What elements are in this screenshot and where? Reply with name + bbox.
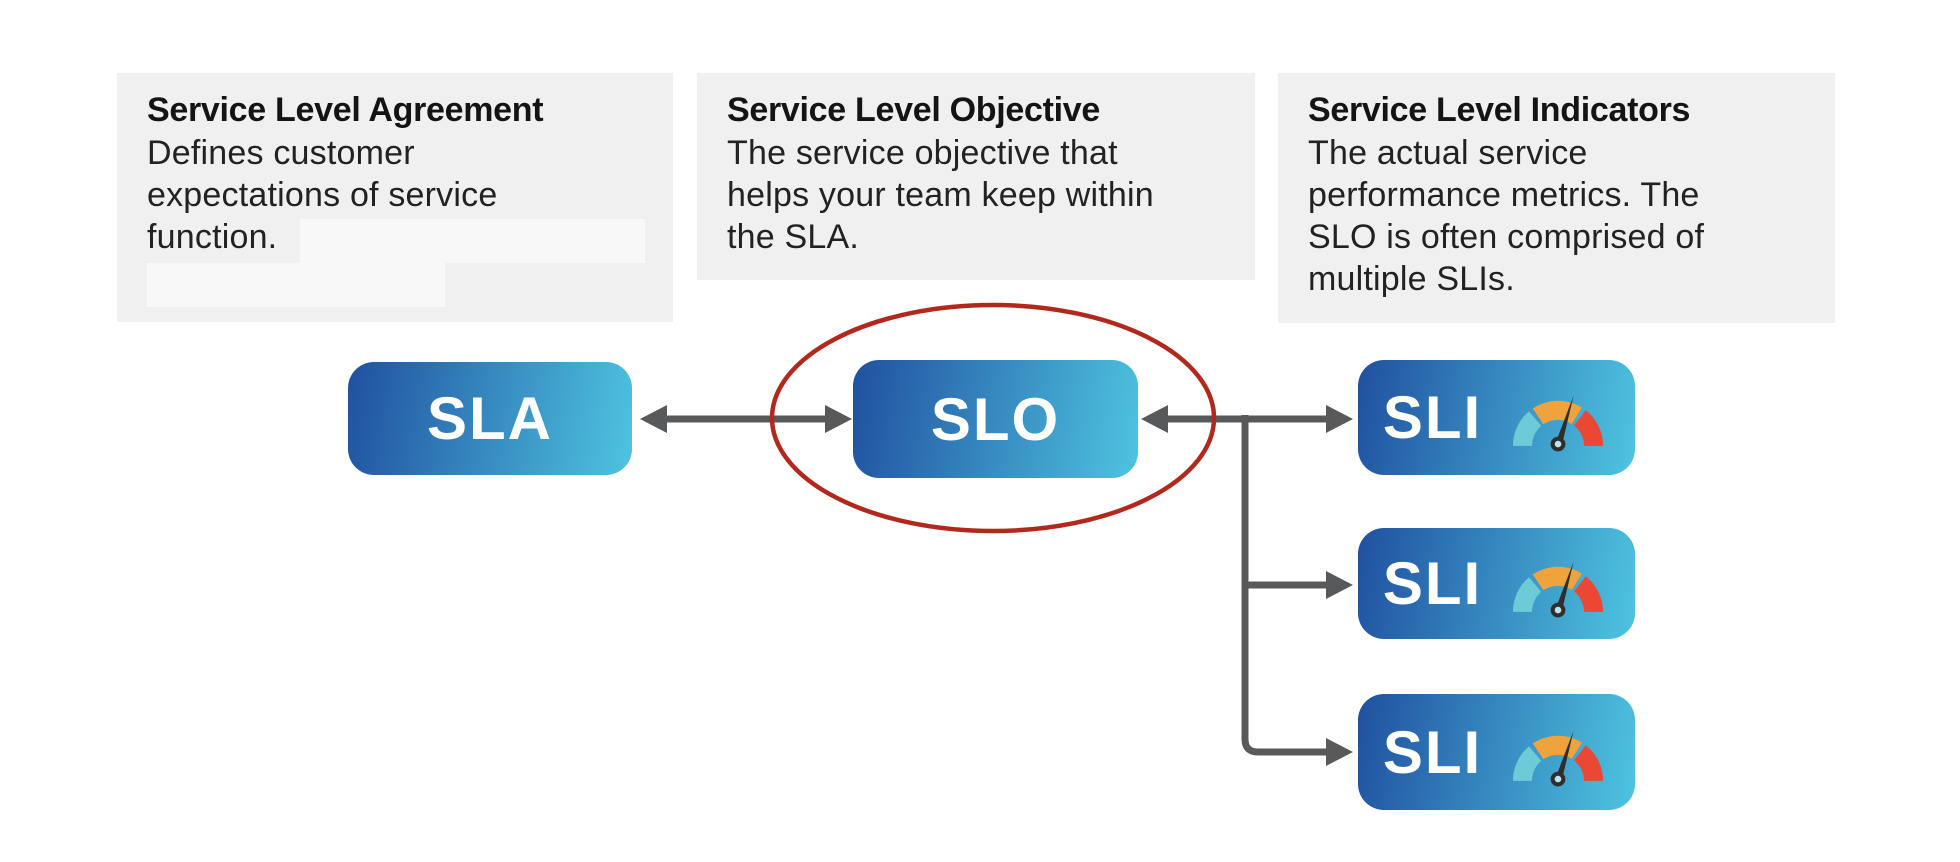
node-sli-3-label: SLI [1382,718,1483,786]
node-sla-label: SLA [427,385,553,452]
arrowhead-into-sli-3 [1326,738,1353,766]
gauge-icon [1513,730,1604,786]
node-sli-1: SLI [1358,360,1635,475]
arrowhead-left [640,405,667,433]
desc-title-sli: Service Level Indicators [1308,91,1691,129]
desc-title-slo: Service Level Objective [727,91,1100,129]
node-slo: SLO [853,360,1138,478]
desc-title-sla: Service Level Agreement [147,91,544,129]
desc-body-sli: The actual service performance metrics. … [1308,134,1705,298]
desc-body-slo: The service objective that helps your te… [727,134,1154,256]
gauge-icon [1513,395,1604,452]
trunk-vertical-line [1241,415,1328,756]
desc-body-sla: Defines customer expectations of service… [147,134,498,256]
node-sli-2-label: SLI [1382,550,1483,617]
arrowhead-right [825,405,852,433]
arrowhead-into-sli-2 [1326,571,1353,599]
node-sla: SLA [348,362,632,475]
node-sli-2: SLI [1358,528,1635,639]
desc-box-sla: Service Level Agreement Defines customer… [117,73,673,322]
arrowhead-into-slo [1141,405,1168,433]
node-sli-1-label: SLI [1382,384,1483,451]
desc-box-slo: Service Level Objective The service obje… [697,73,1255,280]
redacted-text-area [300,219,645,263]
gauge-icon [1513,561,1604,618]
node-sli-3: SLI [1358,694,1635,810]
node-slo-label: SLO [930,385,1061,453]
desc-box-sli: Service Level Indicators The actual serv… [1278,73,1835,323]
arrowhead-into-sli-1 [1326,405,1353,433]
redacted-text-area [147,263,445,307]
